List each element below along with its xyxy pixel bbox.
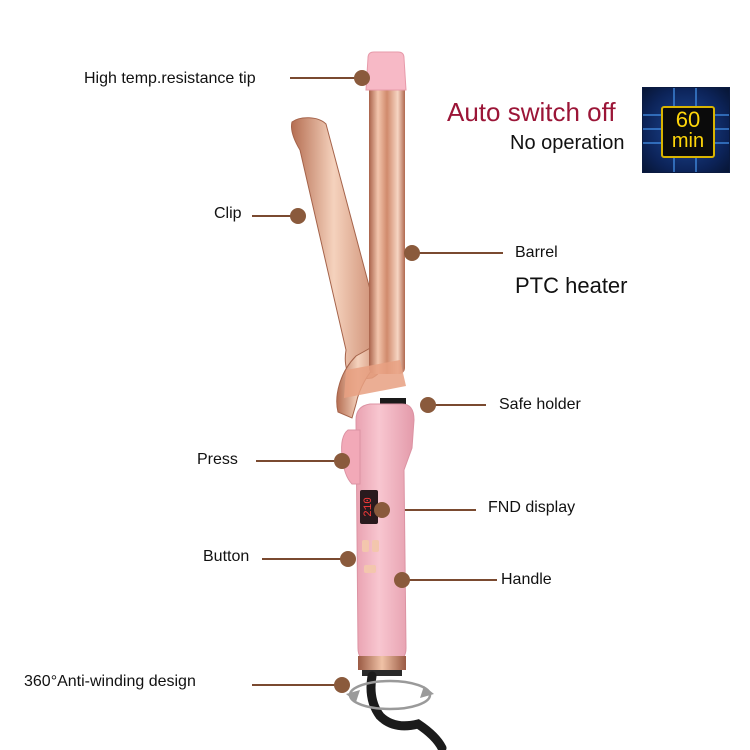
power-cord [366, 671, 447, 750]
no-operation-text: No operation [510, 132, 625, 154]
label-clip: Clip [214, 205, 242, 222]
rotation-arrow [348, 679, 432, 711]
fnd-display-panel [360, 490, 378, 524]
badge-unit: min [671, 130, 705, 152]
label-safe-holder: Safe holder [499, 396, 581, 413]
auto-switch-off-title: Auto switch off [447, 97, 616, 127]
badge-number: 60 [675, 107, 701, 132]
label-handle: Handle [501, 571, 552, 588]
timer-chip-badge: 60 min [642, 87, 730, 173]
barrel [369, 84, 405, 374]
fnd-display-readout: 210 [363, 497, 375, 517]
handle-body [355, 403, 415, 661]
label-tip: High temp.resistance tip [84, 70, 256, 87]
base-ring [358, 656, 406, 670]
label-barrel: Barrel [515, 244, 558, 261]
label-anti-winding: 360°Anti-winding design [24, 673, 196, 690]
label-button: Button [203, 548, 250, 565]
heat-resistant-tip [365, 51, 407, 91]
chip-icon: 60 min [661, 106, 715, 158]
label-ptc-heater: PTC heater [515, 273, 628, 298]
clip-hinge [344, 360, 406, 398]
leader-dots [290, 70, 436, 693]
label-press: Press [197, 451, 238, 468]
label-fnd-display: FND display [488, 499, 576, 516]
